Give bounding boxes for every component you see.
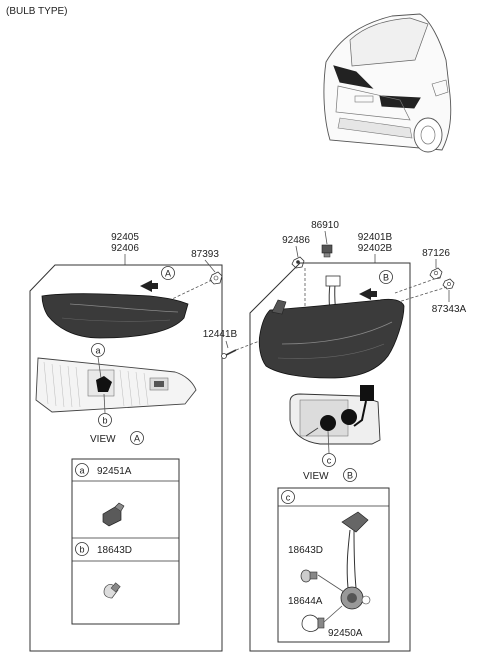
left-assembly-frame xyxy=(29,264,223,652)
detail-c-box: c 18643D 18644A 92450A xyxy=(277,487,390,643)
legend-b-part: 18643D xyxy=(97,545,132,556)
view-a-label: VIEW xyxy=(90,434,116,445)
legend-a-marker xyxy=(75,463,89,477)
legend-b-marker xyxy=(75,542,89,556)
right-tail-lamp xyxy=(258,298,405,379)
legend-a-letter: a xyxy=(79,466,84,476)
detail-c-marker xyxy=(281,490,295,504)
bulb-18644a-detail-icon xyxy=(301,614,325,632)
part-number-92402b: 92402B xyxy=(358,243,393,254)
view-a-marker-letter: A xyxy=(165,269,171,279)
callout-c-letter: c xyxy=(327,456,332,466)
view-a-caption-letter: A xyxy=(134,434,140,444)
part-number-92486: 92486 xyxy=(282,235,310,246)
bulb-18643d-detail-icon xyxy=(300,569,318,583)
callout-b-letter: b xyxy=(102,416,107,426)
view-b-label: VIEW xyxy=(303,471,329,482)
callout-a-letter: a xyxy=(95,346,100,356)
view-b-marker xyxy=(379,270,393,284)
left-parts-legend: a 92451A b 18643D xyxy=(71,458,180,625)
car-rear-illustration xyxy=(323,13,452,153)
right-assembly-frame xyxy=(249,262,411,652)
socket-92451a-icon xyxy=(102,502,125,527)
part-number-87393: 87393 xyxy=(191,249,219,260)
part-number-12441b: 12441B xyxy=(203,329,238,340)
page-title: (BULB TYPE) xyxy=(6,6,68,17)
right-lamp-back-view xyxy=(289,385,381,445)
detail-part-92450a: 92450A xyxy=(328,628,363,639)
view-b-marker-letter: B xyxy=(383,273,389,283)
view-b-caption-marker xyxy=(343,468,357,482)
view-b-caption-letter: B xyxy=(347,471,353,481)
part-number-92405: 92405 xyxy=(111,232,139,243)
nut-87343a-icon xyxy=(442,278,455,290)
bulb-18643d-icon xyxy=(103,582,121,599)
screw-87393-icon xyxy=(209,271,223,285)
screw-12441b-icon xyxy=(221,349,237,359)
callout-c-marker xyxy=(322,453,336,467)
callout-a-marker xyxy=(91,343,105,357)
legend-b-letter: b xyxy=(79,545,84,555)
part-number-87126: 87126 xyxy=(422,248,450,259)
nut-87126-icon xyxy=(429,267,443,280)
view-a-caption-marker xyxy=(130,431,144,445)
view-b-arrow-icon xyxy=(359,288,377,300)
detail-part-18643d: 18643D xyxy=(288,545,323,556)
view-a-marker xyxy=(161,266,175,280)
view-a-arrow-icon xyxy=(140,280,158,292)
part-number-87343a: 87343A xyxy=(432,304,467,315)
part-number-92401b: 92401B xyxy=(358,232,393,243)
detail-part-18644a: 18644A xyxy=(288,596,323,607)
left-lamp-back-view xyxy=(35,357,197,413)
grommet-92486-icon xyxy=(291,256,305,269)
part-number-86910: 86910 xyxy=(311,220,339,231)
detail-c-letter: c xyxy=(286,493,291,503)
part-number-92406: 92406 xyxy=(111,243,139,254)
left-tail-lamp xyxy=(41,293,189,339)
legend-a-part: 92451A xyxy=(97,466,132,477)
clip-86910-icon xyxy=(321,244,333,258)
callout-b-marker xyxy=(98,413,112,427)
socket-harness-icon xyxy=(340,511,371,610)
